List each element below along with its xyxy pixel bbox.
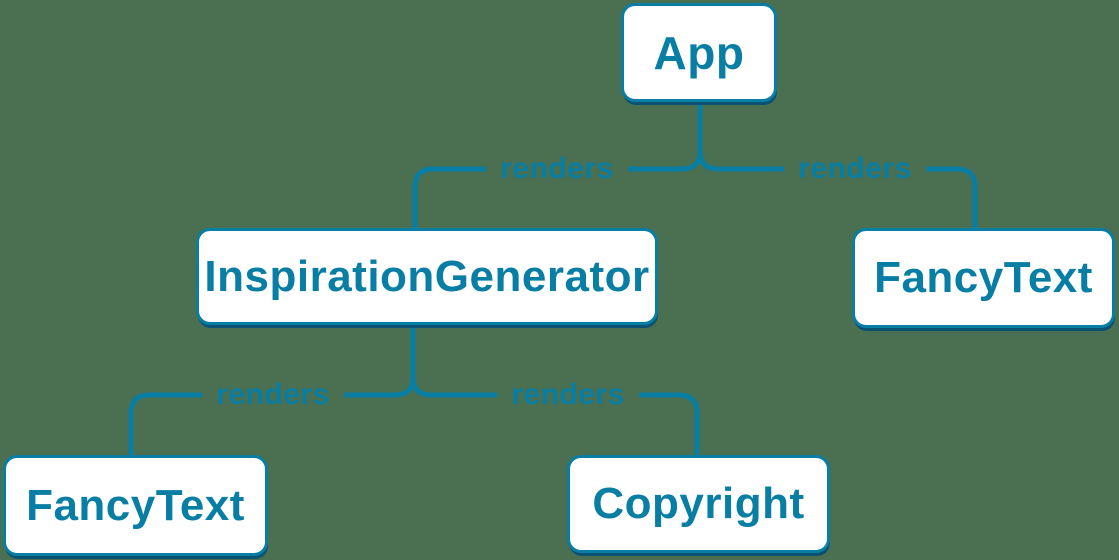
tree-node-app: App	[621, 3, 777, 102]
tree-node-fancy-text-left: FancyText	[3, 455, 268, 556]
edge-label-renders: renders	[784, 152, 926, 186]
tree-node-inspiration-generator: InspirationGenerator	[196, 228, 658, 325]
edge-label-renders: renders	[486, 152, 628, 186]
tree-node-copyright: Copyright	[567, 455, 830, 553]
edge-label-renders: renders	[202, 378, 344, 412]
edge-label-renders: renders	[497, 378, 639, 412]
tree-node-fancy-text-right: FancyText	[852, 228, 1115, 328]
